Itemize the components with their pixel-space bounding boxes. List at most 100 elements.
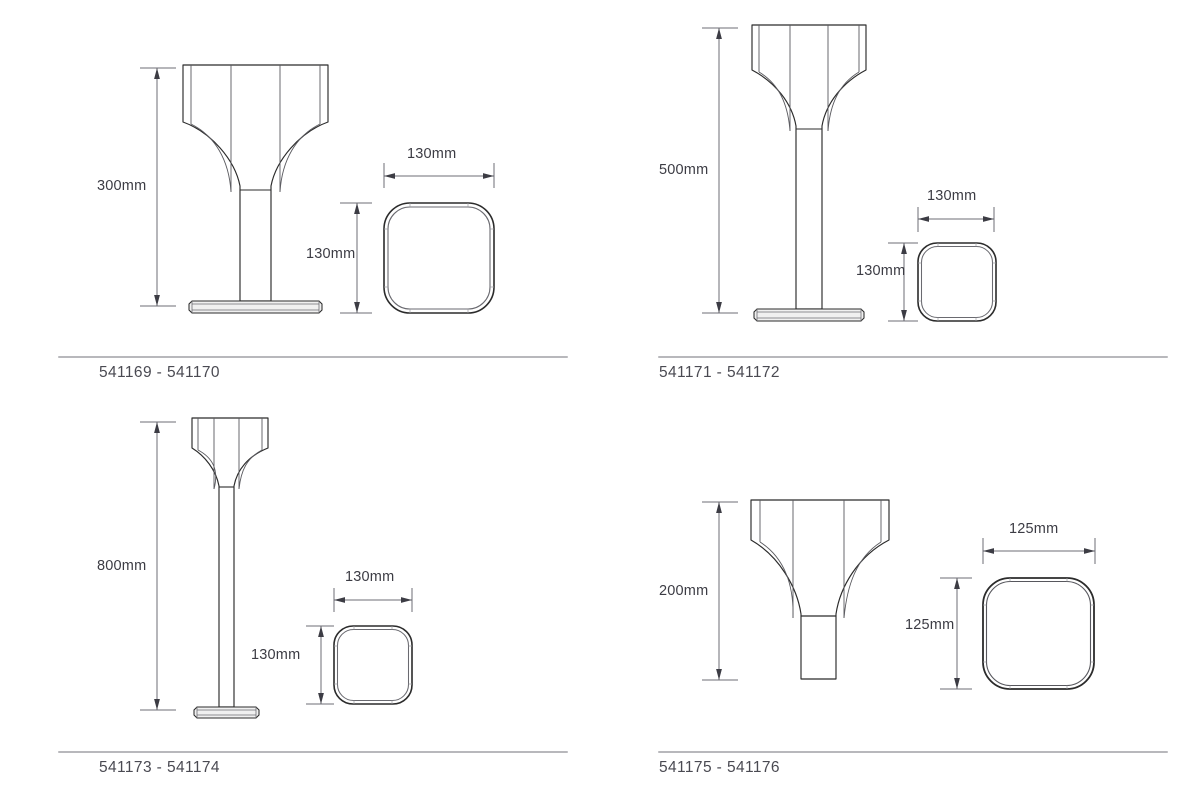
section-dimension-label-2: 130mm: [856, 263, 906, 279]
height-dimension-2: [702, 27, 738, 314]
side-elevation-4: [750, 499, 890, 680]
width-dimension-4: [982, 538, 1096, 564]
drawing-product-1: [140, 64, 495, 314]
base-plate-3: [193, 706, 260, 719]
arrow-down-section-3: [318, 693, 324, 704]
base-plate-2: [753, 308, 865, 322]
cross-section-3: [333, 625, 413, 705]
width-dimension-label-4: 125mm: [1009, 521, 1059, 537]
section-dimension-label-1: 130mm: [306, 246, 356, 262]
arrow-up-1: [154, 68, 160, 79]
product-panel-2: 500mm 130mm 130mm 541171 - 541172: [600, 0, 1200, 390]
base-plate-outline-2: [753, 308, 865, 322]
width-dimension-label-2: 130mm: [927, 188, 977, 204]
section-dimension-3: [306, 625, 334, 705]
arrow-down-3: [154, 699, 160, 710]
part-code-3: 541173 - 541174: [99, 759, 220, 776]
base-plate-outline-3: [193, 706, 260, 719]
arrow-left-2: [918, 216, 929, 222]
base-plate-detail-1: [191, 301, 320, 313]
height-dimension-label-2: 500mm: [659, 162, 709, 178]
panel-separator-1: [58, 356, 568, 358]
section-dimension-4: [940, 577, 972, 690]
arrow-up-section-3: [318, 626, 324, 637]
arrow-down-section-2: [901, 310, 907, 321]
section-dimension-1: [340, 202, 372, 314]
section-dimension-label-4: 125mm: [905, 617, 955, 633]
column-detail-lines-1: [190, 65, 321, 193]
width-dimension-2: [917, 207, 995, 232]
side-elevation-2: [751, 24, 867, 310]
arrow-right-4: [1084, 548, 1095, 554]
column-outline-2: [751, 24, 867, 310]
arrow-right-1: [483, 173, 494, 179]
section-outer-1: [383, 202, 495, 314]
cross-section-2: [917, 242, 997, 322]
side-elevation-3: [191, 417, 269, 708]
column-outline-1: [182, 64, 329, 302]
width-dimension-label-3: 130mm: [345, 569, 395, 585]
arrow-left-4: [983, 548, 994, 554]
base-plate-outline-1: [188, 300, 323, 314]
panel-separator-3: [58, 751, 568, 753]
arrow-up-2: [716, 28, 722, 39]
section-outer-4: [982, 577, 1095, 690]
arrow-down-2: [716, 302, 722, 313]
height-dimension-4: [702, 501, 738, 681]
column-detail-lines-3: [197, 418, 263, 490]
arrow-down-1: [154, 295, 160, 306]
part-code-1: 541169 - 541170: [99, 364, 220, 381]
height-dimension-1: [140, 67, 176, 307]
part-code-2: 541171 - 541172: [659, 364, 780, 381]
base-plate-detail-3: [196, 707, 257, 718]
width-dimension-3: [333, 588, 413, 612]
arrow-down-section-4: [954, 678, 960, 689]
arrow-down-4: [716, 669, 722, 680]
section-corner-ticks-2: [918, 243, 996, 321]
section-corner-ticks-4: [983, 578, 1094, 689]
arrow-left-1: [384, 173, 395, 179]
column-outline-3: [191, 417, 269, 708]
section-dimension-label-3: 130mm: [251, 647, 301, 663]
base-plate-detail-2: [756, 309, 862, 321]
height-dimension-3: [140, 421, 176, 711]
cross-section-4: [982, 577, 1095, 690]
arrow-left-3: [334, 597, 345, 603]
drawing-product-4: [702, 499, 1096, 690]
arrow-up-section-2: [901, 243, 907, 254]
arrow-up-section-1: [354, 203, 360, 214]
drawing-product-2: [702, 24, 997, 322]
section-corner-ticks-3: [334, 626, 412, 704]
section-inner-4: [985, 580, 1092, 687]
panel-separator-2: [658, 356, 1168, 358]
side-elevation-1: [182, 64, 329, 302]
section-inner-3: [336, 628, 410, 702]
arrow-up-3: [154, 422, 160, 433]
section-dimension-2: [888, 242, 918, 322]
arrow-up-section-4: [954, 578, 960, 589]
section-outer-2: [917, 242, 997, 322]
column-detail-lines-2: [758, 25, 860, 132]
base-plate-1: [188, 300, 323, 314]
column-outline-4: [750, 499, 890, 680]
arrow-right-3: [401, 597, 412, 603]
section-inner-1: [387, 206, 491, 310]
drawing-product-3: [140, 417, 413, 719]
height-dimension-label-4: 200mm: [659, 583, 709, 599]
arrow-down-section-1: [354, 302, 360, 313]
width-dimension-1: [383, 163, 495, 188]
panel-separator-4: [658, 751, 1168, 753]
height-dimension-label-1: 300mm: [97, 178, 147, 194]
arrow-up-4: [716, 502, 722, 513]
section-corner-ticks-1: [384, 203, 494, 313]
section-inner-2: [920, 245, 994, 319]
column-detail-lines-4: [759, 500, 882, 619]
product-panel-3: 800mm 130mm 130mm 541173 - 541174: [0, 390, 600, 800]
section-outer-3: [333, 625, 413, 705]
arrow-right-2: [983, 216, 994, 222]
cross-section-1: [383, 202, 495, 314]
height-dimension-label-3: 800mm: [97, 558, 147, 574]
product-panel-4: 200mm 125mm 125mm 541175 - 541176: [600, 390, 1200, 800]
width-dimension-label-1: 130mm: [407, 146, 457, 162]
